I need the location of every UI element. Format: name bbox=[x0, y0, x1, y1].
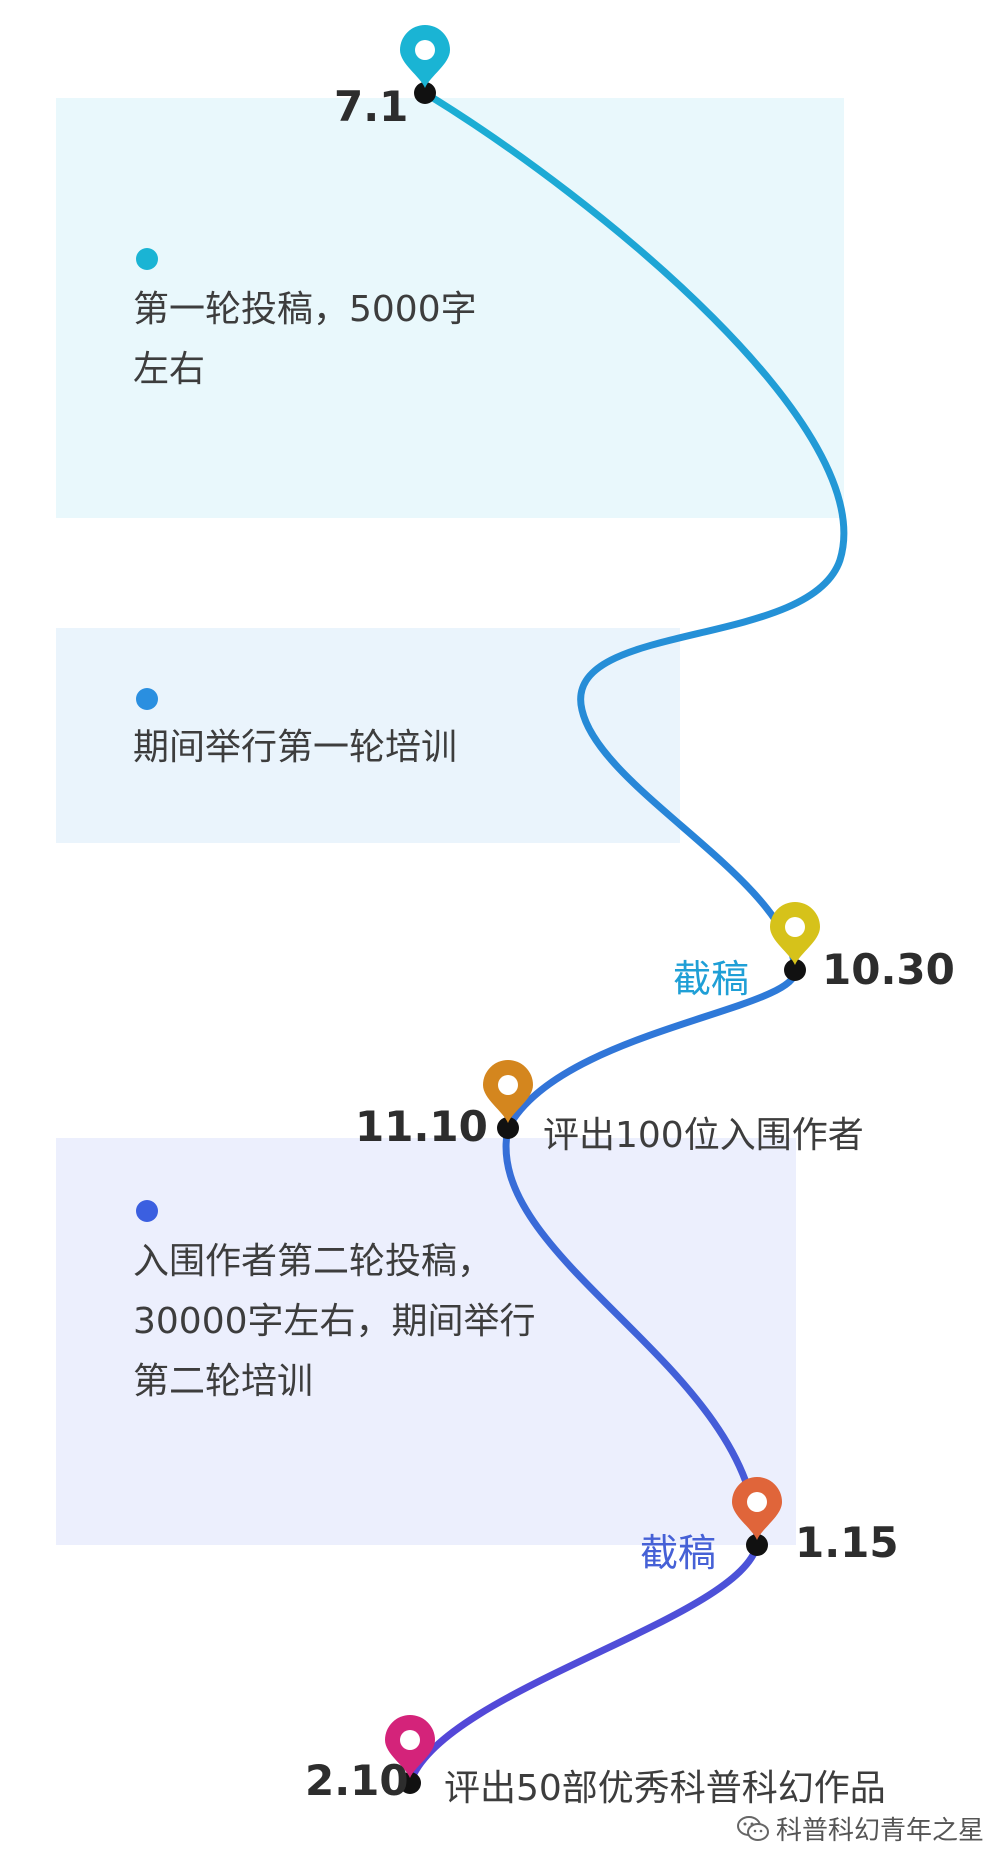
deadline-tag-1: 截稿 bbox=[673, 957, 750, 1001]
milestone-date-4: 1.15 bbox=[795, 1518, 899, 1567]
stage-text-line: 第一轮投稿，5000字 bbox=[133, 289, 477, 330]
pin-hole bbox=[415, 40, 435, 60]
waypoint-dot bbox=[399, 1772, 421, 1794]
stage-1-text: 第一轮投稿，5000字 左右 bbox=[133, 280, 477, 400]
stage-2-bullet bbox=[136, 688, 158, 710]
milestone-event-3: 评出100位入围作者 bbox=[543, 1115, 864, 1156]
stage-text-line: 入围作者第二轮投稿， bbox=[133, 1241, 494, 1282]
milestone-event-5: 评出50部优秀科普科幻作品 bbox=[444, 1768, 886, 1809]
watermark-text: 科普科幻青年之星 bbox=[776, 1816, 985, 1846]
milestone-pin-1 bbox=[400, 25, 450, 104]
stage-panel-2 bbox=[56, 628, 680, 843]
milestone-pin-4 bbox=[732, 1477, 782, 1556]
stage-3-bullet bbox=[136, 1200, 158, 1222]
waypoint-dot bbox=[414, 82, 436, 104]
stage-text-line: 期间举行第一轮培训 bbox=[133, 727, 458, 768]
stage-text-line: 30000字左右，期间举行 bbox=[133, 1301, 536, 1342]
milestone-date-1: 7.1 bbox=[334, 82, 409, 131]
waypoint-dot bbox=[497, 1117, 519, 1139]
milestone-date-5: 2.10 bbox=[305, 1756, 409, 1805]
stage-3-text: 入围作者第二轮投稿， 30000字左右，期间举行 第二轮培训 bbox=[133, 1232, 536, 1412]
pin-hole bbox=[747, 1492, 767, 1512]
stage-panel-3 bbox=[56, 1138, 796, 1545]
milestone-date-3: 11.10 bbox=[355, 1102, 488, 1151]
waypoint-dot bbox=[784, 959, 806, 981]
pin-hole bbox=[785, 917, 805, 937]
wechat-icon bbox=[736, 1814, 770, 1844]
milestone-pin-5 bbox=[385, 1715, 435, 1794]
stage-2-text: 期间举行第一轮培训 bbox=[133, 718, 457, 778]
pin-hole bbox=[400, 1730, 420, 1750]
stage-text-line: 第二轮培训 bbox=[133, 1361, 314, 1402]
milestone-pin-3 bbox=[483, 1060, 533, 1139]
waypoint-dot bbox=[746, 1534, 768, 1556]
milestone-pin-2 bbox=[770, 902, 820, 981]
deadline-tag-2: 截稿 bbox=[640, 1531, 717, 1575]
stage-panel-1 bbox=[56, 98, 844, 518]
pin-hole bbox=[498, 1075, 518, 1095]
stage-1-bullet bbox=[136, 248, 158, 270]
watermark: 科普科幻青年之星 bbox=[736, 1810, 984, 1847]
stage-text-line: 左右 bbox=[133, 349, 206, 390]
milestone-date-2: 10.30 bbox=[822, 945, 955, 994]
